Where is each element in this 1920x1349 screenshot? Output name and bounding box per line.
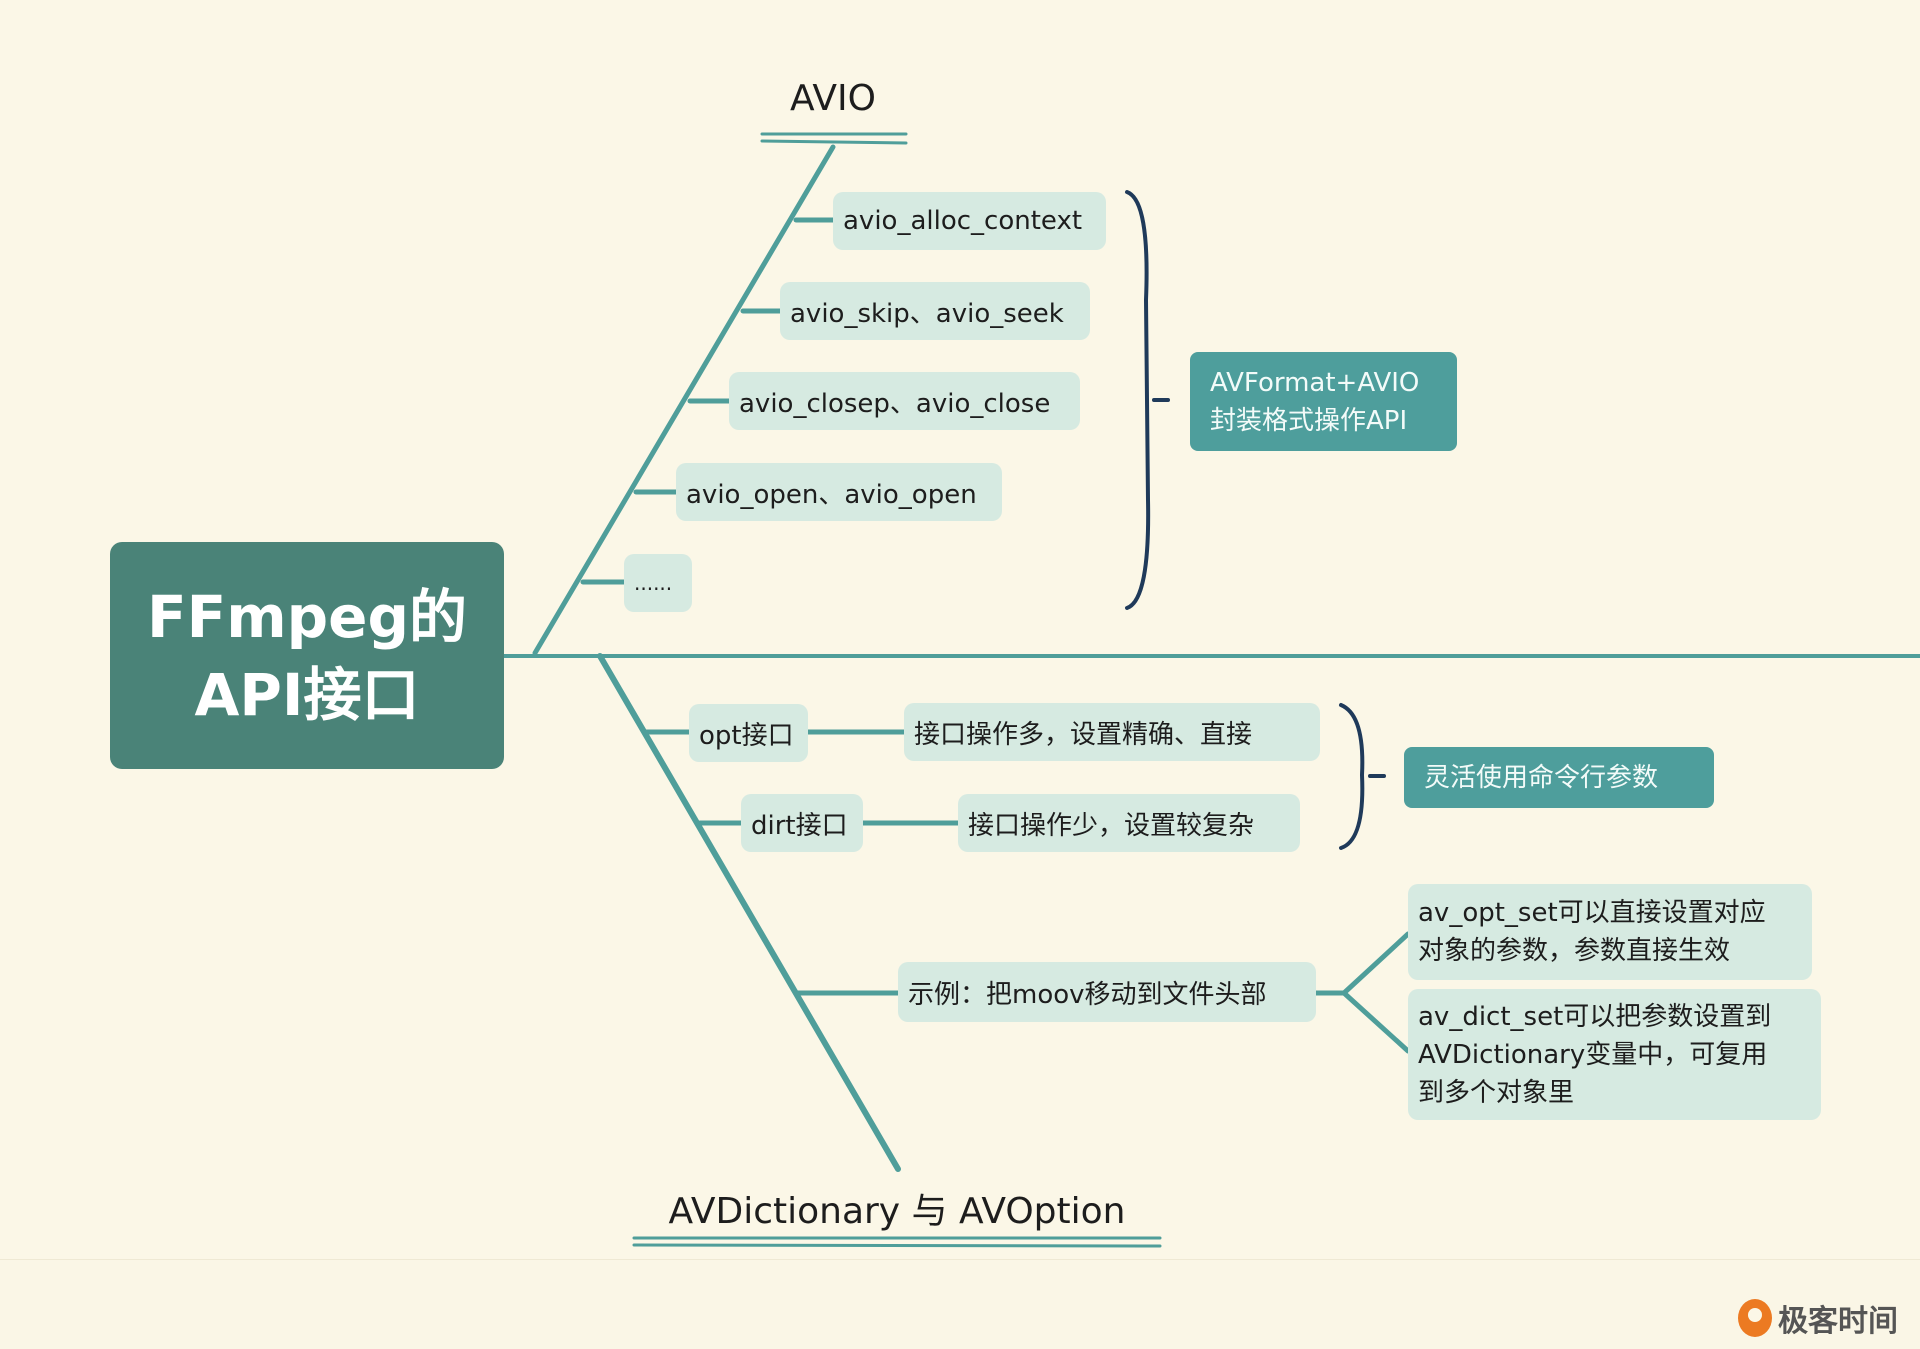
avio-summary-line2: 封装格式操作API xyxy=(1210,405,1408,436)
root-title-line1: FFmpeg的 xyxy=(146,582,468,651)
av-dict-set-note[interactable]: av_dict_set可以把参数设置到 AVDictionary变量中，可复用 … xyxy=(1408,989,1821,1120)
root-node[interactable]: FFmpeg的 API接口 xyxy=(110,542,504,769)
avio-item-open[interactable]: avio_open、avio_open xyxy=(676,463,1002,521)
avio-item-more[interactable]: ...... xyxy=(624,554,692,612)
avio-title: AVIO xyxy=(790,78,876,119)
avio-item-alloc-context[interactable]: avio_alloc_context xyxy=(833,192,1106,250)
brand-name: 极客时间 xyxy=(1778,1304,1898,1339)
avio-summary-box[interactable]: AVFormat+AVIO 封装格式操作API xyxy=(1190,352,1457,451)
brand-logo: 极客时间 xyxy=(1738,1296,1898,1340)
cmdline-summary-box[interactable]: 灵活使用命令行参数 xyxy=(1404,747,1714,808)
avdict-title: AVDictionary 与 AVOption xyxy=(668,1191,1126,1232)
avio-branch-line xyxy=(532,144,836,656)
av-opt-set-note[interactable]: av_opt_set可以直接设置对应 对象的参数，参数直接生效 xyxy=(1408,884,1812,980)
avio-item-closep-close[interactable]: avio_closep、avio_close xyxy=(729,372,1080,430)
dirt-interface-desc[interactable]: 接口操作少，设置较复杂 xyxy=(958,794,1300,852)
avio-item-skip-seek[interactable]: avio_skip、avio_seek xyxy=(780,282,1090,340)
dict-note-line1: av_dict_set可以把参数设置到 xyxy=(1418,1001,1772,1032)
footer xyxy=(0,1259,1920,1349)
opt-interface-desc[interactable]: 接口操作多，设置精确、直接 xyxy=(904,703,1320,761)
avio-summary-line1: AVFormat+AVIO xyxy=(1210,367,1420,398)
avdict-branch-line xyxy=(597,653,901,1172)
dict-note-line2: AVDictionary变量中，可复用 xyxy=(1418,1039,1768,1070)
example-node[interactable]: 示例：把moov移动到文件头部 xyxy=(898,962,1316,1022)
opt-note-line2: 对象的参数，参数直接生效 xyxy=(1418,936,1731,966)
avio-brace xyxy=(1125,190,1151,610)
root-title-line2: API接口 xyxy=(194,660,420,729)
opt-interface-node[interactable]: opt接口 xyxy=(689,704,808,762)
interface-brace xyxy=(1339,703,1365,850)
opt-note-line1: av_opt_set可以直接设置对应 xyxy=(1418,898,1766,928)
dict-note-line3: 到多个对象里 xyxy=(1418,1077,1575,1108)
geektime-logo-icon xyxy=(1738,1299,1772,1337)
dirt-interface-node[interactable]: dirt接口 xyxy=(741,794,863,852)
